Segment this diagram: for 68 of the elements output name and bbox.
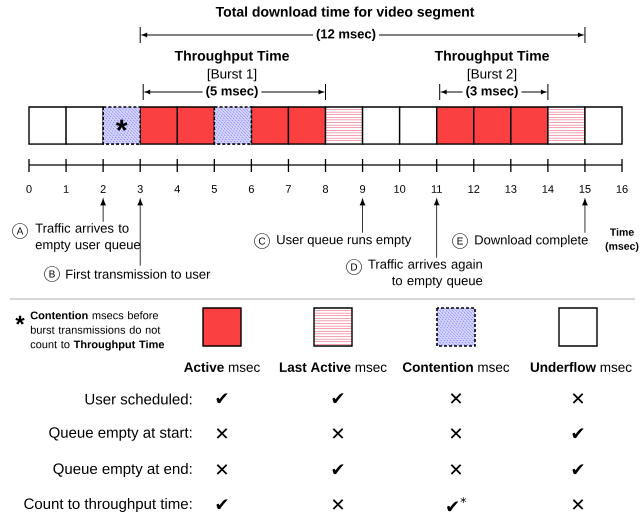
- asterisk: *: [15, 316, 25, 325]
- tick-label: 9: [360, 185, 366, 193]
- legend-label: Last Active msec: [280, 362, 387, 372]
- table-mark: ✔$^{*}$: [447, 497, 466, 512]
- annotation-text: User queue runs empty: [277, 235, 412, 247]
- annotation-text: First transmission to user: [66, 269, 210, 279]
- subheading: [Burst 2]: [468, 68, 516, 82]
- table-mark: ✕: [450, 464, 462, 475]
- callout-letter: B: [44, 266, 60, 282]
- dimension-label: (5 msec): [202, 82, 262, 102]
- asterisk: *: [116, 120, 128, 131]
- annotation-text: Traffic arrives to empty user queue: [36, 223, 140, 252]
- arrow: [434, 198, 440, 258]
- tick-label: 10: [394, 185, 406, 193]
- annotation-text: Download complete: [475, 234, 588, 248]
- heading: Throughput Time: [434, 50, 549, 64]
- table-mark: ✔: [216, 393, 228, 404]
- tick-label: 6: [248, 185, 254, 193]
- tick-label: 13: [506, 185, 516, 193]
- row-label: Queue empty at end:: [53, 463, 192, 477]
- legend-label: Active msec: [184, 362, 260, 372]
- tick-label: 16: [616, 185, 628, 193]
- legend-label: Underflow msec: [530, 362, 632, 372]
- axis-title: Time (msec): [606, 228, 638, 252]
- callout-letter: C: [254, 233, 270, 249]
- tick-label: 0: [26, 185, 32, 193]
- table-mark: ✔: [572, 464, 584, 474]
- table-mark: ✕: [332, 499, 344, 510]
- table-mark: ✔: [332, 393, 344, 404]
- tick-label: 1: [64, 185, 69, 193]
- arrow: [137, 198, 143, 266]
- tick-label: 15: [580, 185, 591, 193]
- table-mark: ✕: [450, 393, 462, 404]
- tick-label: 5: [212, 185, 217, 193]
- row-label: User scheduled:: [86, 394, 192, 404]
- tick-label: 4: [174, 185, 180, 193]
- table-mark: ✕: [450, 428, 462, 439]
- tick-label: 8: [322, 185, 328, 193]
- callout-letter: A: [12, 223, 28, 239]
- title: Total download time for video segment: [216, 6, 474, 20]
- row-label: Queue empty at start:: [49, 427, 192, 441]
- callout-letter: D: [346, 259, 362, 275]
- tick-label: 11: [432, 185, 442, 193]
- subheading: [Burst 1]: [208, 68, 256, 82]
- dimension-label: (3 msec): [462, 82, 522, 102]
- tick-label: 7: [286, 185, 291, 193]
- note-text: Contention msecs before burst transmissions do not count to Throughput Time: [30, 311, 164, 350]
- callout-letter: E: [452, 233, 468, 249]
- arrow: [582, 198, 588, 234]
- table-mark: ✕: [216, 428, 228, 439]
- tick-label: 2: [100, 185, 106, 193]
- table-mark: ✕: [216, 464, 228, 475]
- heading: Throughput Time: [174, 50, 289, 64]
- table-mark: ✕: [572, 499, 584, 510]
- table-mark: ✕: [332, 428, 344, 439]
- annotation-text: Traffic arrives again to empty queue: [368, 259, 482, 288]
- tick-label: 12: [468, 185, 480, 193]
- tick-label: 14: [542, 185, 554, 193]
- arrow: [100, 198, 106, 222]
- table-mark: ✕: [572, 393, 584, 404]
- legend-label: Contention msec: [402, 362, 510, 372]
- table-mark: ✔: [216, 499, 228, 510]
- table-mark: ✔: [572, 428, 584, 438]
- dimension-label: (12 msec): [313, 26, 379, 44]
- arrow: [360, 198, 366, 234]
- table-mark: ✔: [332, 464, 344, 474]
- row-label: Count to throughput time:: [24, 498, 192, 512]
- tick-label: 3: [138, 185, 143, 193]
